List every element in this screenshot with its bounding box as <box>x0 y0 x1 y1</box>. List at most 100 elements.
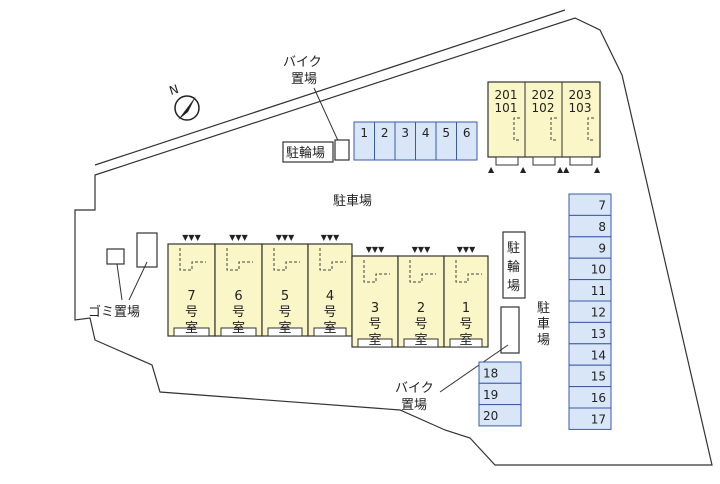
parking-space-12: 12 <box>568 300 612 323</box>
parking-number: 12 <box>591 306 606 320</box>
svg-text:▲: ▲ <box>594 165 601 174</box>
entrance-marker: ▼▼▼ <box>321 233 340 242</box>
entrance-marker: ▼▼▼ <box>182 233 201 242</box>
entrance-marker: ▼▼▼ <box>366 245 385 254</box>
entrance-marker: ▼▼▼ <box>276 233 295 242</box>
svg-text:バイク: バイク <box>395 381 434 396</box>
svg-text:場: 場 <box>507 279 520 294</box>
room-number: 1 <box>462 301 470 316</box>
parking-number: 5 <box>442 126 450 140</box>
svg-text:駐: 駐 <box>507 241 520 256</box>
room-3: 3号室 ▼▼▼ <box>351 245 399 348</box>
parking-number: 3 <box>401 126 409 140</box>
parking-space-14: 14 <box>568 343 612 366</box>
entrance-marker: ▼▼▼ <box>412 245 431 254</box>
room-number: 7 <box>187 289 195 304</box>
bike-parking-bottom: バイク 置場 <box>395 306 520 413</box>
parking-space-5: 5 <box>435 121 457 161</box>
parking-number: 8 <box>598 220 606 234</box>
parking-number: 14 <box>591 348 606 362</box>
parking-space-19: 19 <box>478 382 522 406</box>
parking-number: 13 <box>591 327 606 341</box>
parking-right-label: 駐 車 場 <box>537 301 550 348</box>
north-compass: N <box>167 82 200 121</box>
parking-space-18: 18 <box>478 361 522 384</box>
parking-space-16: 16 <box>568 386 612 409</box>
unit-upper-201: 201 <box>495 88 518 102</box>
room-6: 6号室▼▼▼ <box>214 233 263 337</box>
entrance-marker: ▼▼▼ <box>457 245 476 254</box>
parking-number: 18 <box>483 367 498 381</box>
road-edge <box>94 9 566 166</box>
room-number: 5 <box>281 289 289 304</box>
room-suffix: 室 <box>278 320 291 336</box>
room-suffix: 号 <box>232 305 245 320</box>
room-suffix: 室 <box>232 320 245 336</box>
room-suffix: 室 <box>368 332 381 348</box>
svg-text:▲▲: ▲▲ <box>557 165 570 174</box>
svg-text:車: 車 <box>537 317 550 332</box>
parking-bottom-block: 18 19 20 <box>478 361 522 427</box>
parking-space-15: 15 <box>568 364 612 388</box>
parking-number: 19 <box>483 388 498 402</box>
room-suffix: 号 <box>414 317 427 332</box>
room-suffix: 号 <box>185 305 198 320</box>
parking-space-6: 6 <box>456 121 478 161</box>
room-suffix: 号 <box>278 305 291 320</box>
parking-space-11: 11 <box>568 279 612 302</box>
parking-space-2: 2 <box>374 121 396 161</box>
room-suffix: 室 <box>414 332 427 348</box>
bike-top-label-2: 置場 <box>291 72 317 87</box>
svg-text:駐: 駐 <box>537 301 550 316</box>
compass-label: N <box>167 82 180 98</box>
unit-upper-203: 203 <box>569 88 592 102</box>
room-number: 3 <box>371 301 379 316</box>
garbage-label: ゴミ置場 <box>88 304 140 320</box>
room-suffix: 号 <box>323 305 336 320</box>
parking-number: 1 <box>360 126 368 140</box>
unit-lower-103: 103 <box>569 101 592 115</box>
parking-number: 10 <box>591 263 606 277</box>
bike-top-label-1: バイク <box>283 55 322 70</box>
room-2: 2号室 ▼▼▼ <box>397 245 445 348</box>
parking-space-20: 20 <box>478 404 522 427</box>
parking-space-3: 3 <box>394 121 416 161</box>
parking-number: 9 <box>598 241 606 255</box>
parking-space-10: 10 <box>568 257 612 281</box>
garbage-area: ゴミ置場 <box>88 232 158 320</box>
bicycle-parking-side: 駐 輪 場 <box>502 231 526 299</box>
parking-number: 17 <box>591 413 606 427</box>
unit-upper-202: 202 <box>532 88 555 102</box>
entrance-marker: ▼▼▼ <box>229 233 248 242</box>
svg-text:場: 場 <box>537 333 550 348</box>
room-7: 7号室 ▼▼▼ <box>167 233 216 337</box>
svg-text:▲: ▲ <box>520 165 527 174</box>
svg-text:▲: ▲ <box>488 165 495 174</box>
lower-building: 7号室▼▼▼6号室▼▼▼5号室▼▼▼4号室▼▼▼3号室▼▼▼2号室▼▼▼1号室▼… <box>167 233 489 348</box>
room-suffix: 室 <box>459 332 472 348</box>
parking-number: 6 <box>463 126 471 140</box>
room-5: 5号室 ▼▼▼ <box>261 233 309 337</box>
parking-space-1: 1 <box>353 121 375 161</box>
parking-number: 7 <box>598 199 606 213</box>
bicycle-parking-top: 駐輪場 <box>282 141 334 163</box>
room-suffix: 号 <box>459 317 472 332</box>
room-suffix: 室 <box>185 320 198 336</box>
parking-space-13: 13 <box>568 321 612 345</box>
bike-parking-top: バイク 置場 <box>283 55 350 161</box>
parking-number: 20 <box>483 409 498 423</box>
parking-space-17: 17 <box>568 407 612 430</box>
svg-text:輪: 輪 <box>507 259 520 275</box>
parking-space-7: 7 <box>568 193 612 216</box>
parking-number: 4 <box>422 126 430 140</box>
room-suffix: 号 <box>368 317 381 332</box>
parking-space-4: 4 <box>415 121 437 161</box>
svg-text:置場: 置場 <box>401 398 427 413</box>
parking-space-9: 9 <box>568 236 612 259</box>
room-number: 2 <box>417 301 425 316</box>
room-number: 4 <box>326 289 334 304</box>
